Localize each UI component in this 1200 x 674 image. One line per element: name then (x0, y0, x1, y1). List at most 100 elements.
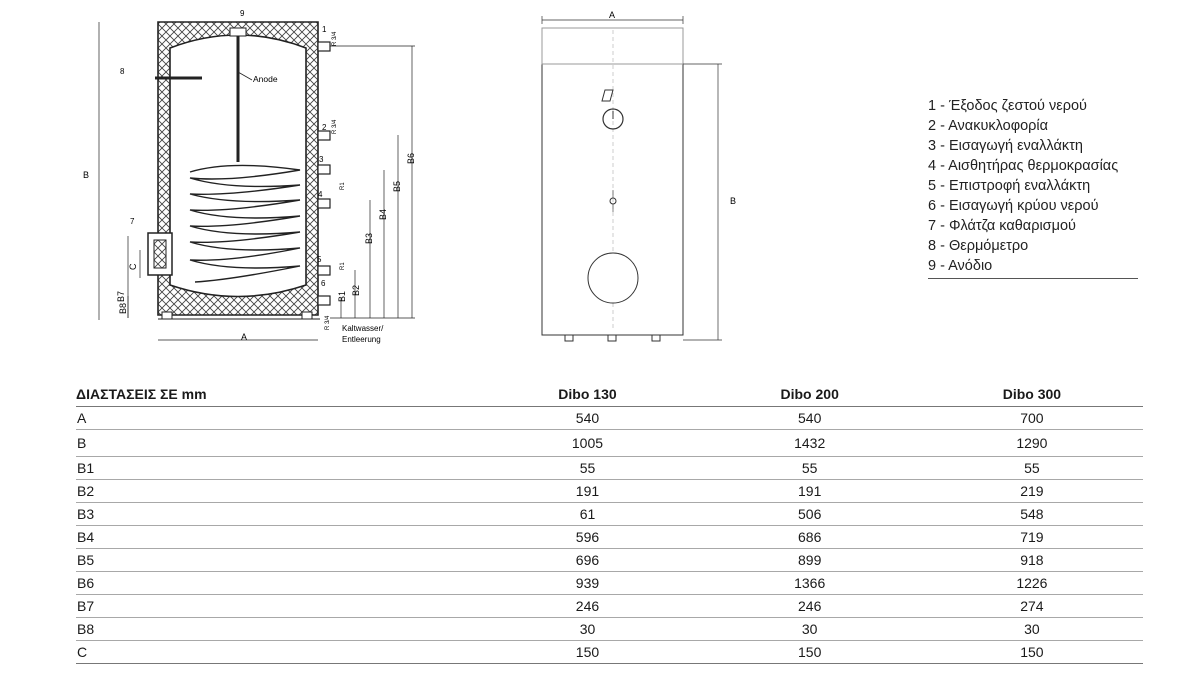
dim-label-b2: B2 (351, 285, 361, 296)
table-cell: 30 (698, 617, 921, 641)
table-cell: 939 (476, 571, 699, 595)
callout-3: 3 (319, 155, 324, 164)
table-cell: A (76, 406, 477, 430)
pipe-size-label: R 3/4 (332, 31, 338, 46)
table-cell: 918 (920, 548, 1143, 572)
table-cell: B3 (76, 502, 477, 526)
table-cell: 1290 (920, 429, 1143, 457)
table-cell: 30 (920, 617, 1143, 641)
table-cell: 506 (698, 502, 921, 526)
tank-front-elevation-drawing: A B (541, 10, 736, 342)
table-cell: 246 (476, 594, 699, 618)
dim-label-b1: B1 (337, 291, 347, 302)
table-row: B1 55 55 55 (76, 456, 1143, 480)
table-row: B7 246 246 274 (76, 594, 1143, 618)
legend-item: 3 - Εισαγωγή εναλλάκτη (928, 138, 1083, 154)
column-header: ΔΙΑΣΤΑΣΕΙΣ ΣΕ mm (76, 382, 477, 407)
table-cell: 55 (920, 456, 1143, 480)
table-row: B6 939 1366 1226 (76, 571, 1143, 595)
table-cell: 150 (698, 640, 921, 664)
callout-9: 9 (240, 9, 245, 18)
table-row: C 150 150 150 (76, 640, 1143, 664)
table-cell: 61 (476, 502, 699, 526)
dim-label-b8: B8 (118, 303, 128, 314)
table-cell: 55 (698, 456, 921, 480)
callout-8: 8 (120, 67, 125, 76)
dim-label-a: A (609, 10, 615, 20)
legend-item: 7 - Φλάτζα καθαρισμού (928, 218, 1076, 234)
table-cell: 686 (698, 525, 921, 549)
table-cell: B7 (76, 594, 477, 618)
table-row: A 540 540 700 (76, 406, 1143, 430)
table-cell: B5 (76, 548, 477, 572)
dim-label-c: C (128, 263, 138, 270)
legend-item: 5 - Επιστροφή εναλλάκτη (928, 178, 1091, 194)
callout-4: 4 (318, 190, 323, 199)
callout-7: 7 (130, 217, 135, 226)
legend: 1 - Έξοδος ζεστού νερού 2 - Ανακυκλοφορί… (928, 96, 1143, 279)
tank-top-cover (541, 27, 684, 65)
callout-6: 6 (321, 279, 326, 288)
column-header: Dibo 130 (476, 382, 699, 407)
column-header: Dibo 300 (920, 382, 1143, 407)
tank-cross-section-drawing: Anode 9 8 1 2 3 4 5 6 7 R 3/4 (83, 9, 416, 344)
table-header-row: ΔΙΑΣΤΑΣΕΙΣ ΣΕ mm Dibo 130 Dibo 200 Dibo … (76, 382, 1143, 407)
callout-5: 5 (317, 255, 322, 264)
anode-label: Anode (253, 74, 278, 84)
table-cell: 1366 (698, 571, 921, 595)
dim-label-b5: B5 (392, 181, 402, 192)
callout-2: 2 (322, 123, 327, 132)
dim-label-b: B (83, 170, 89, 180)
pipe-size-label: R 3/4 (332, 119, 338, 134)
legend-item: 4 - Αισθητήρας θερμοκρασίας (928, 158, 1119, 174)
legend-item: 1 - Έξοδος ζεστού νερού (928, 98, 1087, 114)
dim-label-b: B (730, 196, 736, 206)
heat-exchanger-coil (189, 164, 301, 283)
table-cell: 899 (698, 548, 921, 572)
pipe-size-label: R 3/4 (325, 315, 331, 330)
table-cell: 696 (476, 548, 699, 572)
callout-1: 1 (322, 25, 327, 34)
table-cell: 150 (476, 640, 699, 664)
table-cell: B1 (76, 456, 477, 480)
table-cell: 191 (476, 479, 699, 503)
table-row: B4 596 686 719 (76, 525, 1143, 549)
table-cell: C (76, 640, 477, 664)
table-cell: 55 (476, 456, 699, 480)
table-row: B 1005 1432 1290 (76, 429, 1143, 457)
table-cell: 219 (920, 479, 1143, 503)
table-row: B8 30 30 30 (76, 617, 1143, 641)
table-row: B5 696 899 918 (76, 548, 1143, 572)
dim-label-b3: B3 (364, 233, 374, 244)
table-cell: 150 (920, 640, 1143, 664)
table-cell: 596 (476, 525, 699, 549)
table-cell: 540 (476, 406, 699, 430)
table-cell: 719 (920, 525, 1143, 549)
legend-item: 2 - Ανακυκλοφορία (928, 118, 1049, 134)
drain-note-line-2: Entleerung (342, 335, 381, 344)
table-cell: B4 (76, 525, 477, 549)
legend-divider (928, 278, 1138, 279)
table-cell: 30 (476, 617, 699, 641)
dim-label-b7: B7 (116, 291, 126, 302)
pipe-size-label: R1 (340, 262, 346, 270)
table-row: B2 191 191 219 (76, 479, 1143, 503)
table-cell: 1226 (920, 571, 1143, 595)
table-cell: B6 (76, 571, 477, 595)
table-cell: 540 (698, 406, 921, 430)
table-row: B3 61 506 548 (76, 502, 1143, 526)
column-header: Dibo 200 (698, 382, 921, 407)
table-cell: 1005 (476, 429, 699, 457)
table-cell: 1432 (698, 429, 921, 457)
dim-label-b4: B4 (378, 209, 388, 220)
dimensions-table: ΔΙΑΣΤΑΣΕΙΣ ΣΕ mm Dibo 130 Dibo 200 Dibo … (76, 382, 1143, 664)
drain-note-line-1: Kaltwasser/ (342, 324, 384, 333)
legend-item: 8 - Θερμόμετρο (928, 238, 1029, 254)
table-cell: 191 (698, 479, 921, 503)
dim-label-b6: B6 (406, 153, 416, 164)
dim-label-a: A (241, 332, 247, 342)
pipe-size-label: R1 (340, 182, 346, 190)
table-cell: B2 (76, 479, 477, 503)
table-cell: 700 (920, 406, 1143, 430)
table-cell: B (76, 429, 477, 457)
